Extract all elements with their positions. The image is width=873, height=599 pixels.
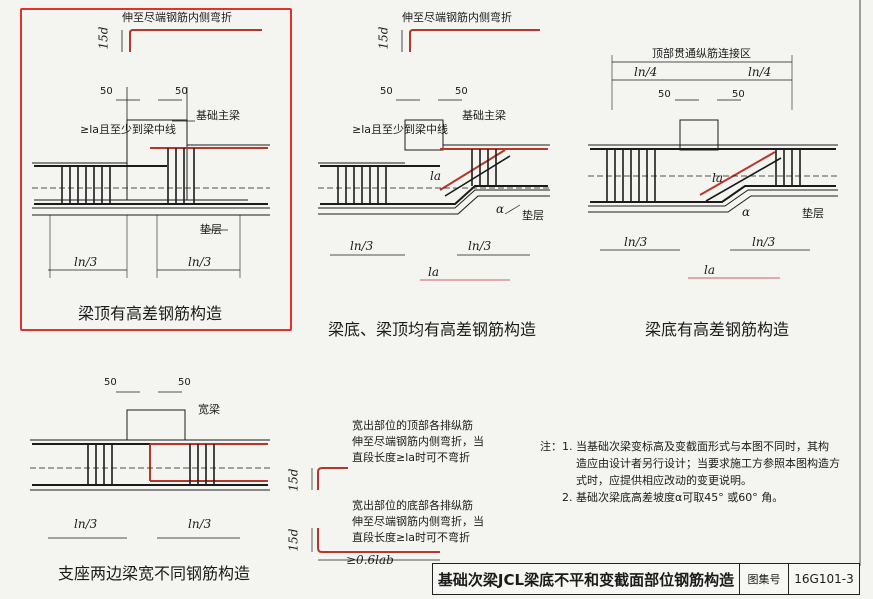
panel-4-drawing xyxy=(30,391,270,539)
panel3-dim-50-right: 50 xyxy=(732,89,745,100)
title-block-atlas-label: 图集号 xyxy=(740,564,789,594)
panel1-dim-50-left: 50 xyxy=(100,86,113,97)
panel1-hook-length: 15d xyxy=(96,26,111,50)
panel3-la-label: la xyxy=(712,171,723,185)
top-hook-rebar xyxy=(409,29,540,52)
panel3-ln3-right: ln/3 xyxy=(752,235,776,249)
panel2-ln3-left: ln/3 xyxy=(350,239,374,253)
note-line: 造应由设计者另行设计；当要求施工方参照本图构造方 xyxy=(576,457,840,470)
panel1-ln3-right: ln/3 xyxy=(188,255,212,269)
panel2-la-bottom: la xyxy=(428,265,439,279)
note-line: 1. 当基础次梁变标高及变截面形式与本图不同时，其构 xyxy=(562,440,829,453)
detail-bottom-text-3: 直段长度≥la时可不弯折 xyxy=(352,531,471,544)
panel3-ln4-right: ln/4 xyxy=(748,65,772,79)
detail-hooks-drawing xyxy=(311,467,440,561)
detail-top-text-2: 伸至尽端钢筋内侧弯折，当 xyxy=(352,435,484,448)
panel1-top-note: 伸至尽端钢筋内侧弯折 xyxy=(122,11,232,24)
note-line: 式时，应提供相应改动的变更说明。 xyxy=(576,474,752,487)
title-block: 基础次梁JCL梁底不平和变截面部位钢筋构造 图集号 16G101-3 xyxy=(432,563,860,595)
detail-bottom-text-2: 伸至尽端钢筋内侧弯折，当 xyxy=(352,515,484,528)
detail-top-text-1: 宽出部位的顶部各排纵筋 xyxy=(352,419,473,432)
panel2-main-beam-label: 基础主梁 xyxy=(462,109,506,122)
panel-2-drawing xyxy=(318,29,550,281)
panel1-dim-50-right: 50 xyxy=(175,86,188,97)
panel2-dim-50-right: 50 xyxy=(455,86,468,97)
panel4-ln3-right: ln/3 xyxy=(188,517,212,531)
panel2-caption: 梁底、梁顶均有高差钢筋构造 xyxy=(328,320,537,339)
title-block-title: 基础次梁JCL梁底不平和变截面部位钢筋构造 xyxy=(433,564,740,594)
panel2-top-note: 伸至尽端钢筋内侧弯折 xyxy=(402,11,512,24)
notes-label: 注： xyxy=(540,440,562,453)
panel2-alpha-label: α xyxy=(496,202,505,216)
panel-3-drawing xyxy=(588,55,838,279)
panel-1-drawing xyxy=(32,29,270,278)
detail-top-hook-length: 15d xyxy=(286,468,301,492)
note-line: 2. 基础次梁底高差坡度α可取45° 或60° 角。 xyxy=(562,491,784,504)
panel2-hook-length: 15d xyxy=(376,26,391,50)
panel1-caption: 梁顶有高差钢筋构造 xyxy=(78,304,223,323)
panel4-dim-50-right: 50 xyxy=(178,377,191,388)
panel2-dim-50-left: 50 xyxy=(380,86,393,97)
panel2-ln3-right: ln/3 xyxy=(468,239,492,253)
panel3-splice-zone: 顶部贯通纵筋连接区 xyxy=(652,47,751,60)
panel4-wide-beam-label: 宽梁 xyxy=(198,403,220,416)
panel2-anchor-note: ≥la且至少到梁中线 xyxy=(352,123,449,136)
panel2-la-label: la xyxy=(430,169,441,183)
notes-list: 1. 当基础次梁变标高及变截面形式与本图不同时，其构 造应由设计者另行设计；当要… xyxy=(562,438,840,506)
detail-bottom-text-1: 宽出部位的底部各排纵筋 xyxy=(352,499,473,512)
panel3-ln4-left: ln/4 xyxy=(634,65,658,79)
panel3-caption: 梁底有高差钢筋构造 xyxy=(645,320,790,339)
panel3-ln3-left: ln/3 xyxy=(624,235,648,249)
title-block-atlas-number: 16G101-3 xyxy=(794,572,854,586)
panel3-cushion-label: 垫层 xyxy=(802,207,824,220)
panel2-cushion-label: 垫层 xyxy=(522,209,544,222)
panel1-main-beam-label: 基础主梁 xyxy=(196,109,240,122)
panel1-cushion-label: 垫层 xyxy=(200,223,222,236)
detail-bottom-hook-length: 15d xyxy=(286,528,301,552)
panel3-dim-50-left: 50 xyxy=(658,89,671,100)
panel1-ln3-left: ln/3 xyxy=(74,255,98,269)
panel3-alpha-label: α xyxy=(742,205,751,219)
panel3-la-bottom: la xyxy=(704,263,715,277)
panel4-dim-50-left: 50 xyxy=(104,377,117,388)
detail-top-text-3: 直段长度≥la时可不弯折 xyxy=(352,451,471,464)
detail-lab-length: ≥0.6lab xyxy=(346,553,394,567)
panel-1-highlight-frame xyxy=(20,8,292,331)
top-hook-rebar xyxy=(129,29,262,52)
panel4-caption: 支座两边梁宽不同钢筋构造 xyxy=(58,564,251,583)
panel4-ln3-left: ln/3 xyxy=(74,517,98,531)
panel1-anchor-note: ≥la且至少到梁中线 xyxy=(80,123,177,136)
